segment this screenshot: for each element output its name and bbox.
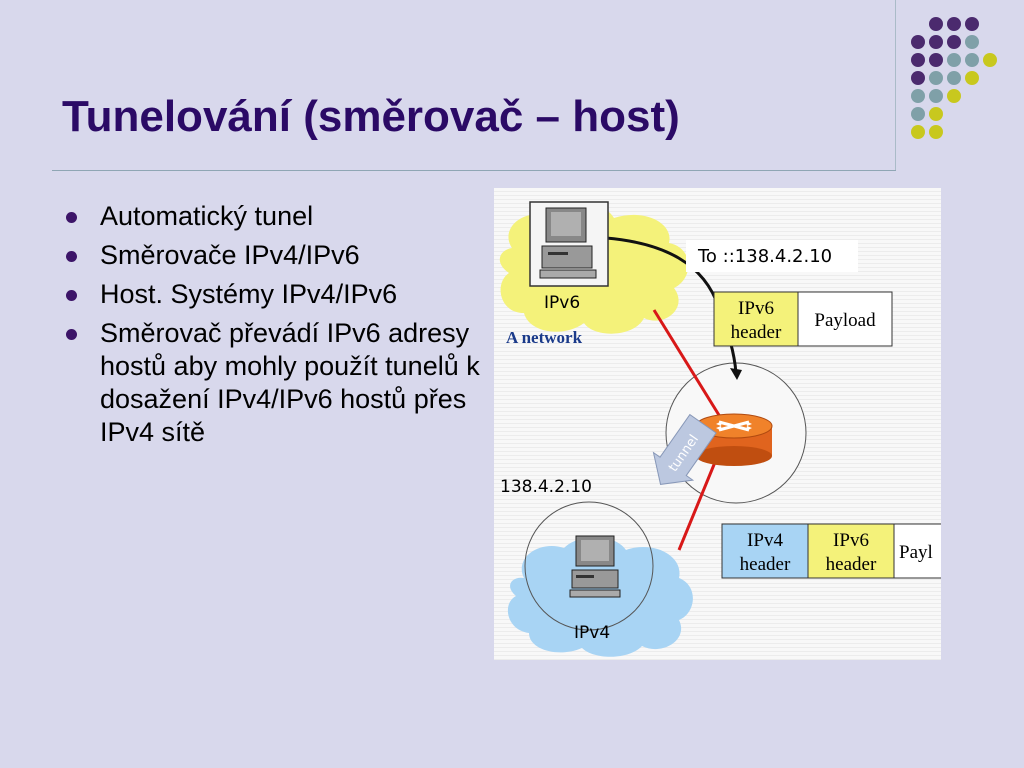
decorative-dot	[965, 71, 979, 85]
packet-top-header-line2: header	[731, 322, 782, 343]
decorative-dot	[911, 107, 925, 121]
decorative-dot	[929, 71, 943, 85]
destination-label: To ::138.4.2.10	[697, 246, 832, 267]
decorative-dot	[929, 125, 943, 139]
bullet-item: Směrovače IPv4/IPv6	[62, 239, 482, 272]
tunnel-arrow: tunnel	[652, 413, 717, 485]
ipv4-address-label: 138.4.2.10	[500, 477, 592, 497]
bullet-dot	[66, 212, 77, 223]
ipv6-packet-top: IPv6 header Payload	[713, 291, 893, 347]
decorative-dot	[911, 53, 925, 67]
packet-bottom-ipv6-line2: header	[826, 554, 877, 575]
decorative-dot	[947, 35, 961, 49]
ipv6-cloud-label: IPv6	[544, 293, 580, 313]
ipv4-cloud-label: IPv4	[574, 623, 610, 643]
bullet-item: Směrovač převádí IPv6 adresy hostů aby m…	[62, 317, 482, 449]
bullet-text: Směrovač převádí IPv6 adresy hostů aby m…	[100, 318, 480, 447]
decorative-dot	[947, 53, 961, 67]
decorative-dot	[983, 53, 997, 67]
encapsulated-packet-bottom: IPv4 header IPv6 header Payl	[721, 523, 941, 579]
slide-title: Tunelování (směrovač – host)	[62, 92, 680, 141]
packet-bottom-payload-partial: Payl	[899, 542, 933, 563]
decorative-dot	[929, 35, 943, 49]
decorative-dot	[911, 125, 925, 139]
ipv6-host-computer-icon	[529, 201, 609, 287]
bullet-text: Host. Systémy IPv4/IPv6	[100, 279, 398, 309]
packet-bottom-ipv6-line1: IPv6	[833, 530, 869, 551]
ipv4-host-computer-icon	[569, 535, 621, 598]
packet-top-header-line1: IPv6	[738, 298, 774, 319]
bullet-text: Automatický tunel	[100, 201, 314, 231]
decorative-dot	[929, 89, 943, 103]
decorative-dot	[911, 89, 925, 103]
bullet-item: Automatický tunel	[62, 200, 482, 233]
decorative-dot	[947, 89, 961, 103]
decorative-dot	[965, 35, 979, 49]
decorative-dot	[911, 71, 925, 85]
bullet-dot	[66, 329, 77, 340]
packet-top-payload: Payload	[814, 310, 876, 331]
tunnel-line-lower	[677, 449, 722, 551]
tunneling-diagram-svg: tunnel IPv6 To ::138.4.2.10 A network IP…	[494, 188, 941, 660]
bullet-list: Automatický tunel Směrovače IPv4/IPv6 Ho…	[62, 200, 482, 455]
tunneling-diagram: tunnel IPv6 To ::138.4.2.10 A network IP…	[494, 188, 941, 660]
packet-bottom-ipv4-line1: IPv4	[747, 530, 783, 551]
decorative-dot-grid	[911, 17, 997, 139]
decorative-dot	[965, 53, 979, 67]
bullet-text: Směrovače IPv4/IPv6	[100, 240, 360, 270]
title-horizontal-divider	[52, 170, 896, 171]
decorative-dot	[929, 17, 943, 31]
decorative-dot	[947, 17, 961, 31]
ipv4-network-circle	[524, 501, 654, 631]
tunnel-line-upper	[652, 309, 724, 421]
decorative-dot	[911, 35, 925, 49]
decorative-dot	[965, 17, 979, 31]
decorative-dot	[947, 71, 961, 85]
title-vertical-divider	[895, 0, 896, 170]
bullet-dot	[66, 251, 77, 262]
decorative-dot	[929, 53, 943, 67]
packet-path-arrowhead	[730, 368, 742, 380]
bullet-item: Host. Systémy IPv4/IPv6	[62, 278, 482, 311]
destination-label-box	[686, 240, 858, 272]
packet-bottom-ipv4-line2: header	[740, 554, 791, 575]
decorative-dot	[929, 107, 943, 121]
network-label: A network	[506, 328, 583, 347]
bullet-dot	[66, 290, 77, 301]
